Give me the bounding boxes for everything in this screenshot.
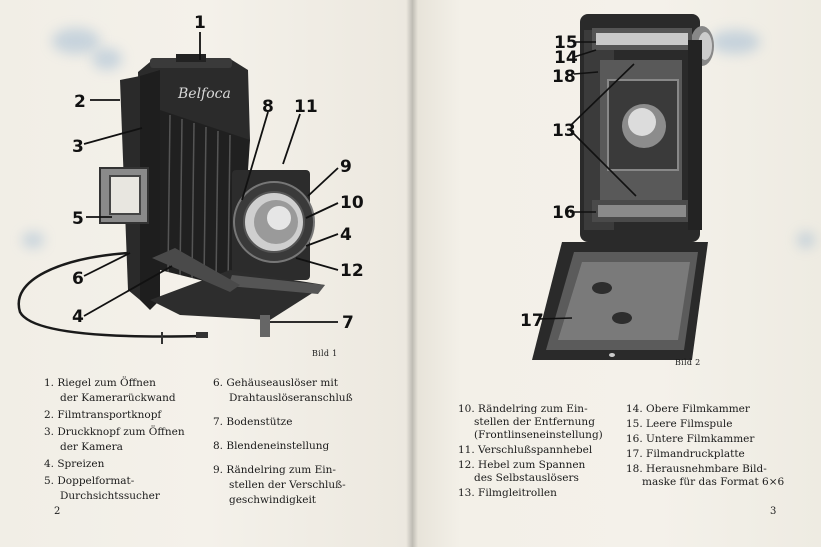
callout-number: 12 [340,261,364,281]
legend-line: Durchsichtssucher [60,490,160,502]
legend-item: 17. Filmandruckplatte [626,448,806,461]
legend-column: 10. Rändelring zum Ein- stellen der Entf… [458,403,628,502]
camera-brand-label: Belfoca [177,86,231,102]
callout-number: 3 [72,137,84,157]
legend-item: 15. Leere Filmspule [626,418,806,431]
legend-line: 15. Leere Filmspule [626,418,733,430]
callout-number: 15 [554,33,578,53]
water-stain [797,232,815,248]
legend-line: 3. Druckknopf zum Öffnen [44,426,185,438]
legend-line: 12. Hebel zum Spannen [458,459,586,471]
legend-line: Drahtauslöseranschluß [229,392,353,404]
legend-line: 5. Doppelformat- [44,475,135,487]
legend-item: 1. Riegel zum Öffnen der Kamerarückwand [44,376,214,406]
figure-caption: Bild 2 [675,358,701,367]
legend-item: 18. Herausnehmbare Bild- maske für das F… [626,463,806,489]
legend-line: (Frontlinseneinstellung) [474,429,603,441]
legend-line: 9. Rändelring zum Ein- [213,464,336,476]
legend-line: 18. Herausnehmbare Bild- [626,463,767,475]
callout-number: 11 [294,97,318,117]
legend-item: 13. Filmgleitrollen [458,487,628,500]
callout-number: 4 [72,307,84,327]
callout-number: 8 [262,97,274,117]
legend-line: 1. Riegel zum Öffnen [44,377,156,389]
callout-number: 16 [552,203,576,223]
callout-number: 5 [72,209,84,229]
legend-line: 6. Gehäuseauslöser mit [213,377,338,389]
callout-number: 7 [342,313,354,333]
water-stain [52,28,100,54]
legend-line: maske für das Format 6×6 [642,476,785,488]
page-number: 2 [54,506,61,517]
callout-number: 6 [72,269,84,289]
callout-number: 4 [340,225,352,245]
legend-line: geschwindigkeit [229,494,317,506]
legend-item: 16. Untere Filmkammer [626,433,806,446]
legend-item: 3. Druckknopf zum Öffnen der Kamera [44,425,214,455]
legend-line: 14. Obere Filmkammer [626,403,750,415]
callout-number: 10 [340,193,364,213]
legend-line: stellen der Verschluß- [229,479,346,491]
legend-line: 11. Verschlußspannhebel [458,444,593,456]
water-stain [22,232,44,248]
legend-item: 7. Bodenstütze [213,415,393,430]
water-stain [92,48,122,70]
page-number: 3 [770,506,777,517]
camera-back-illustration: 15 14 18 13 16 17 [520,14,714,360]
legend-column: 6. Gehäuseauslöser mit Drahtauslöseransc… [213,376,393,510]
figure-caption: Bild 1 [312,349,338,358]
legend-column: 1. Riegel zum Öffnen der Kamerarückwand … [44,376,214,506]
legend-line: der Kamerarückwand [60,392,176,404]
legend-line: des Selbstauslösers [474,472,579,484]
legend-line: 13. Filmgleitrollen [458,487,557,499]
legend-line: 4. Spreizen [44,458,105,470]
legend-item: 12. Hebel zum Spannen des Selbstauslöser… [458,459,628,485]
legend-item: 9. Rändelring zum Ein- stellen der Versc… [213,463,393,508]
callout-number: 17 [520,311,544,331]
book-gutter [406,0,418,547]
callout-number: 13 [552,121,576,141]
legend-item: 2. Filmtransportknopf [44,408,214,423]
legend-item: 6. Gehäuseauslöser mit Drahtauslöseransc… [213,376,393,406]
legend-column: 14. Obere Filmkammer 15. Leere Filmspule… [626,403,806,491]
legend-line: 8. Blendeneinstellung [213,440,330,452]
legend-line: 7. Bodenstütze [213,416,293,428]
legend-line: der Kamera [60,441,123,453]
legend-item: 5. Doppelformat- Durchsichtssucher [44,474,214,504]
legend-line: 17. Filmandruckplatte [626,448,745,460]
legend-line: 16. Untere Filmkammer [626,433,755,445]
legend-line: 2. Filmtransportknopf [44,409,162,421]
callout-number: 1 [194,13,206,33]
legend-item: 11. Verschlußspannhebel [458,444,628,457]
legend-line: stellen der Entfernung [474,416,595,428]
legend-item: 10. Rändelring zum Ein- stellen der Entf… [458,403,628,442]
callout-number: 9 [340,157,352,177]
legend-item: 8. Blendeneinstellung [213,439,393,454]
legend-item: 4. Spreizen [44,457,214,472]
callout-number: 2 [74,92,86,112]
callout-number: 18 [552,67,576,87]
left-page: Belfoca 1 2 3 5 6 [0,0,412,547]
legend-item: 14. Obere Filmkammer [626,403,806,416]
camera-front-illustration: Belfoca 1 2 3 5 6 [17,13,364,344]
water-stain [710,30,760,54]
callout-number: 14 [554,48,578,68]
legend-line: 10. Rändelring zum Ein- [458,403,588,415]
right-page: 15 14 18 13 16 17 Bild 2 10. Rändelring … [412,0,821,547]
